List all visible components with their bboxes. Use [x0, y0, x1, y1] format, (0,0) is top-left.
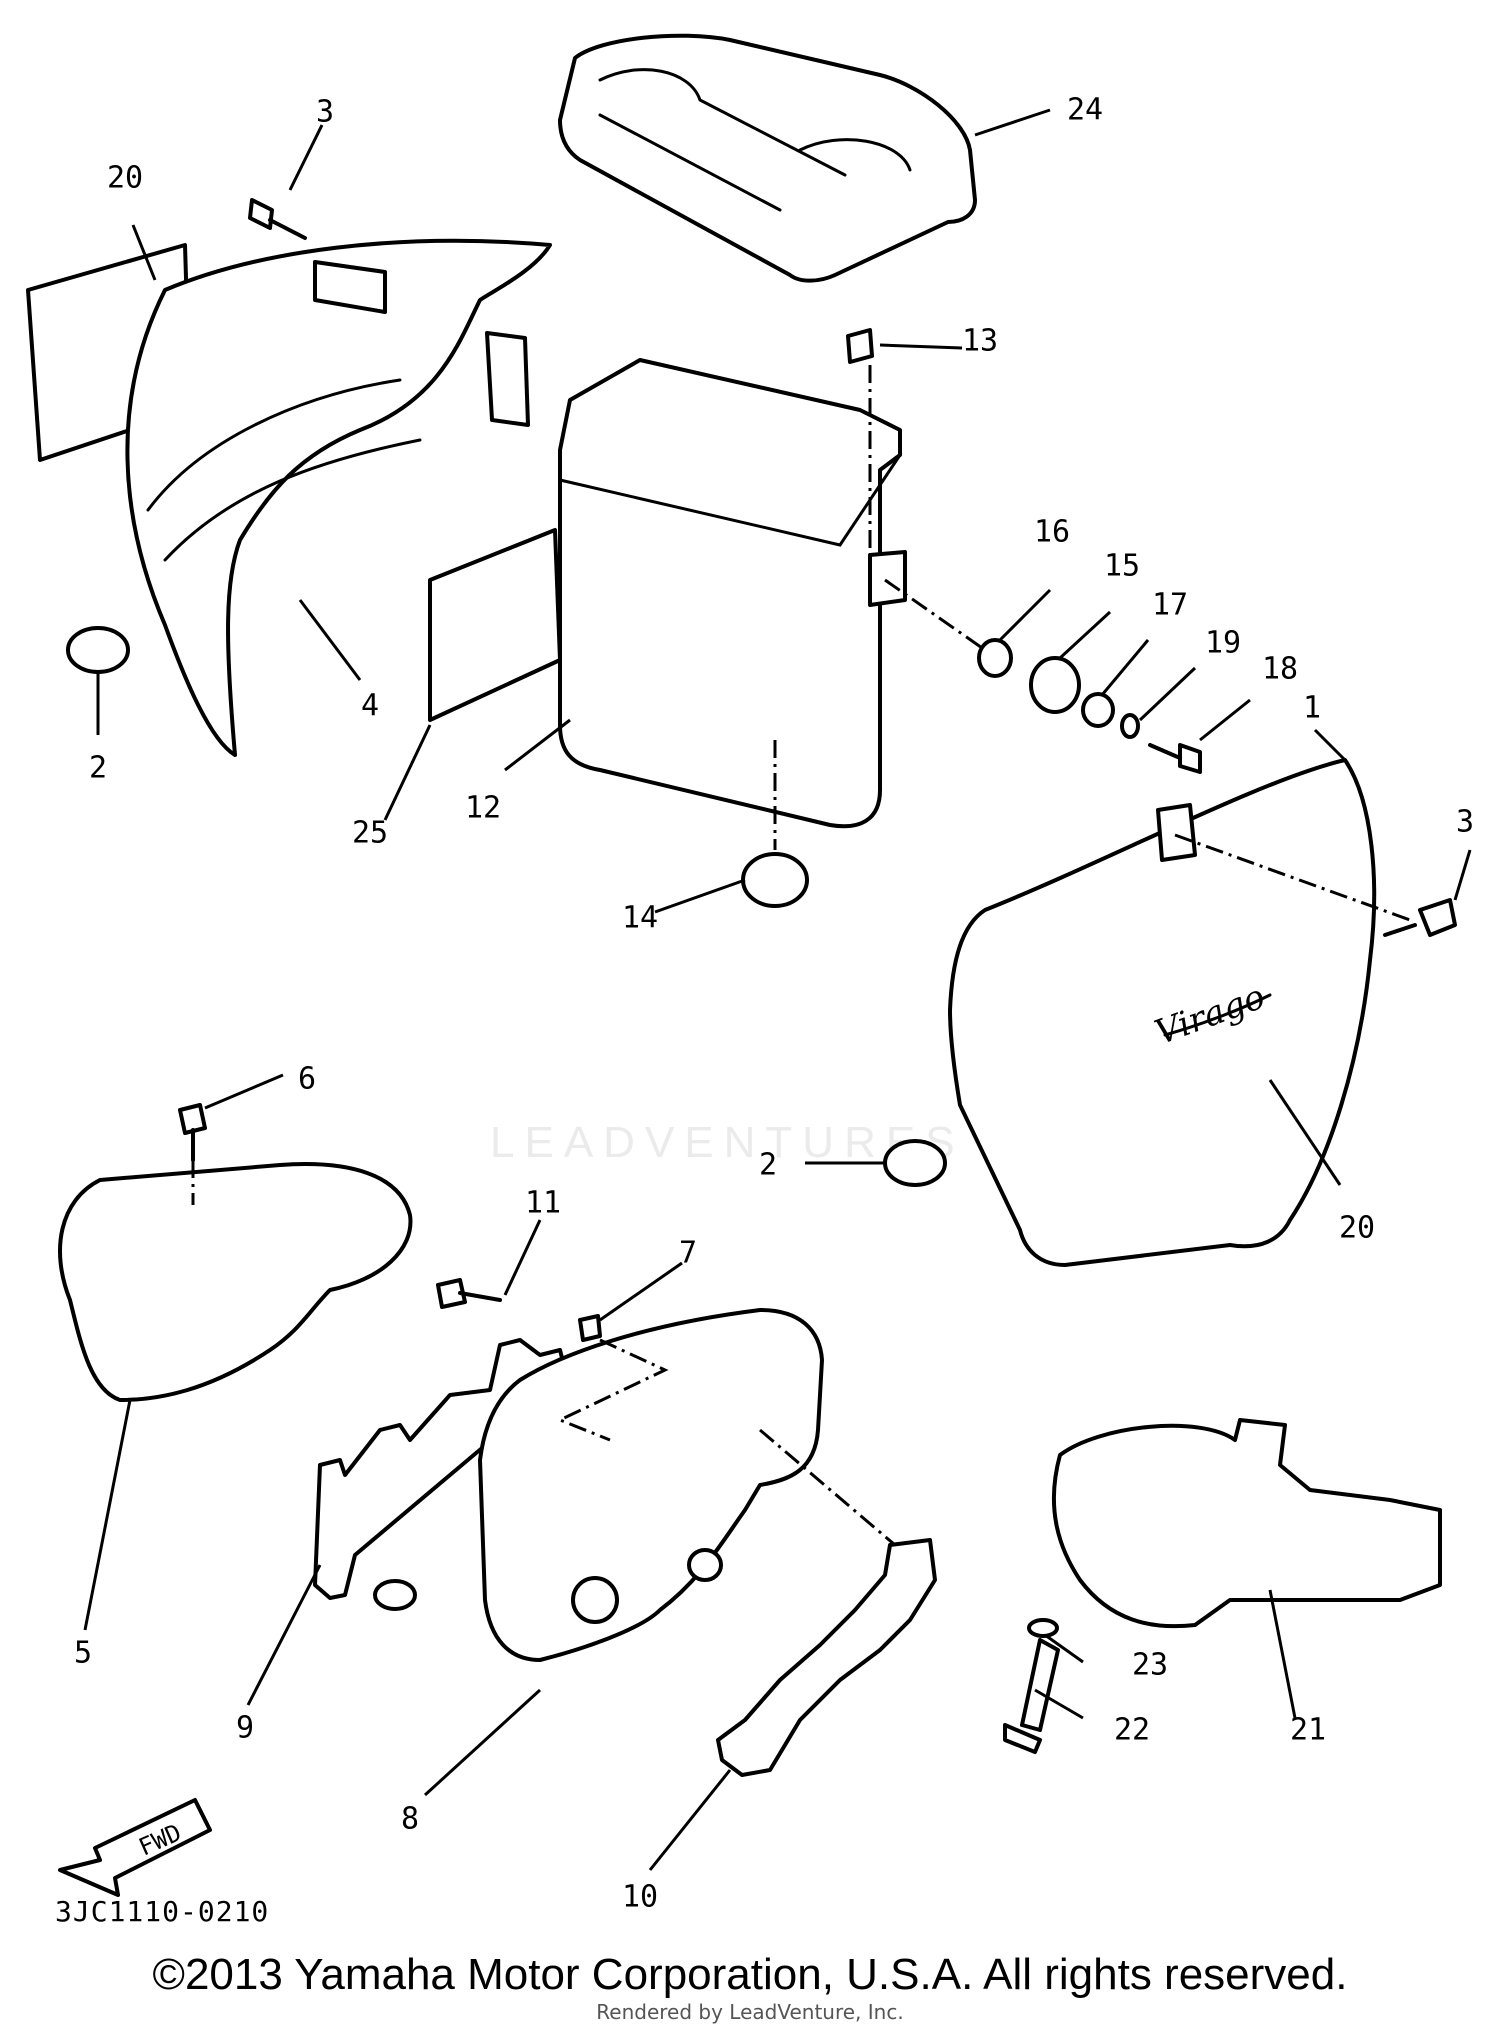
callout-24: 24	[1066, 92, 1104, 128]
callout-3-right: 3	[1455, 804, 1475, 840]
callout-1: 1	[1302, 690, 1322, 726]
part-2-grommet-right[interactable]	[883, 1139, 947, 1187]
callout-18: 18	[1261, 651, 1299, 687]
callout-14: 14	[621, 900, 659, 936]
callout-2-right: 2	[758, 1147, 778, 1183]
part-12-battery-box[interactable]	[558, 358, 907, 829]
callout-11: 11	[524, 1185, 562, 1221]
callout-3-upper: 3	[315, 94, 335, 130]
part-6-screw[interactable]	[178, 1103, 207, 1162]
part-17-washer[interactable]	[1081, 692, 1115, 728]
drawing-code: 3JC1110-0210	[55, 1895, 270, 1928]
callout-2-left: 2	[88, 750, 108, 786]
part-19-washer[interactable]	[1120, 713, 1140, 739]
callout-9: 9	[235, 1710, 255, 1746]
part-21-bracket[interactable]	[1051, 1418, 1442, 1629]
virago-emblem	[1163, 993, 1272, 1037]
callout-8: 8	[400, 1801, 420, 1837]
part-8-housing[interactable]	[478, 1308, 824, 1662]
assembly-lines	[191, 365, 1411, 1547]
callout-13: 13	[961, 323, 999, 359]
callout-10: 10	[621, 1879, 659, 1915]
callout-19: 19	[1204, 625, 1242, 661]
callout-23: 23	[1131, 1647, 1169, 1683]
rendered-by: Rendered by LeadVenture, Inc.	[596, 2000, 904, 2024]
callout-7: 7	[678, 1235, 698, 1271]
leader-lines	[83, 108, 1472, 1871]
callout-20-left: 20	[106, 160, 144, 196]
part-14-grommet[interactable]	[741, 852, 809, 908]
fwd-arrow-icon	[58, 1798, 212, 1897]
part-25-pad[interactable]	[428, 528, 562, 722]
part-15-damper[interactable]	[1029, 656, 1081, 714]
part-5-cover[interactable]	[58, 1162, 413, 1402]
callout-15: 15	[1103, 548, 1141, 584]
part-4-left-side-cover[interactable]	[125, 238, 552, 757]
part-22-bolt[interactable]	[1003, 1638, 1060, 1754]
part-23-washer[interactable]	[1027, 1618, 1059, 1638]
part-1-right-side-cover[interactable]	[948, 758, 1377, 1267]
callout-16: 16	[1033, 514, 1071, 550]
part-13-clip[interactable]	[846, 328, 874, 364]
copyright: ©2013 Yamaha Motor Corporation, U.S.A. A…	[152, 1950, 1348, 1999]
callout-22: 22	[1113, 1712, 1151, 1748]
callout-6: 6	[297, 1061, 317, 1097]
part-7-nut[interactable]	[578, 1314, 602, 1342]
callout-21: 21	[1289, 1712, 1327, 1748]
part-16-collar[interactable]	[977, 638, 1013, 678]
callout-5: 5	[73, 1635, 93, 1671]
part-3-bolt-upper[interactable]	[248, 198, 307, 240]
part-10-bracket[interactable]	[716, 1538, 937, 1777]
callout-12: 12	[464, 790, 502, 826]
callout-4: 4	[360, 688, 380, 724]
callout-20-right: 20	[1338, 1210, 1376, 1246]
watermark: LEADVENTURES	[490, 1118, 965, 1167]
part-18-bolt[interactable]	[1148, 743, 1202, 774]
part-2-grommet-left[interactable]	[66, 626, 130, 674]
callout-25: 25	[351, 815, 389, 851]
part-24-battery-cover[interactable]	[558, 33, 977, 283]
part-3-bolt-right[interactable]	[1383, 898, 1457, 937]
part-11-bolt[interactable]	[436, 1278, 502, 1309]
callout-17: 17	[1151, 587, 1189, 623]
